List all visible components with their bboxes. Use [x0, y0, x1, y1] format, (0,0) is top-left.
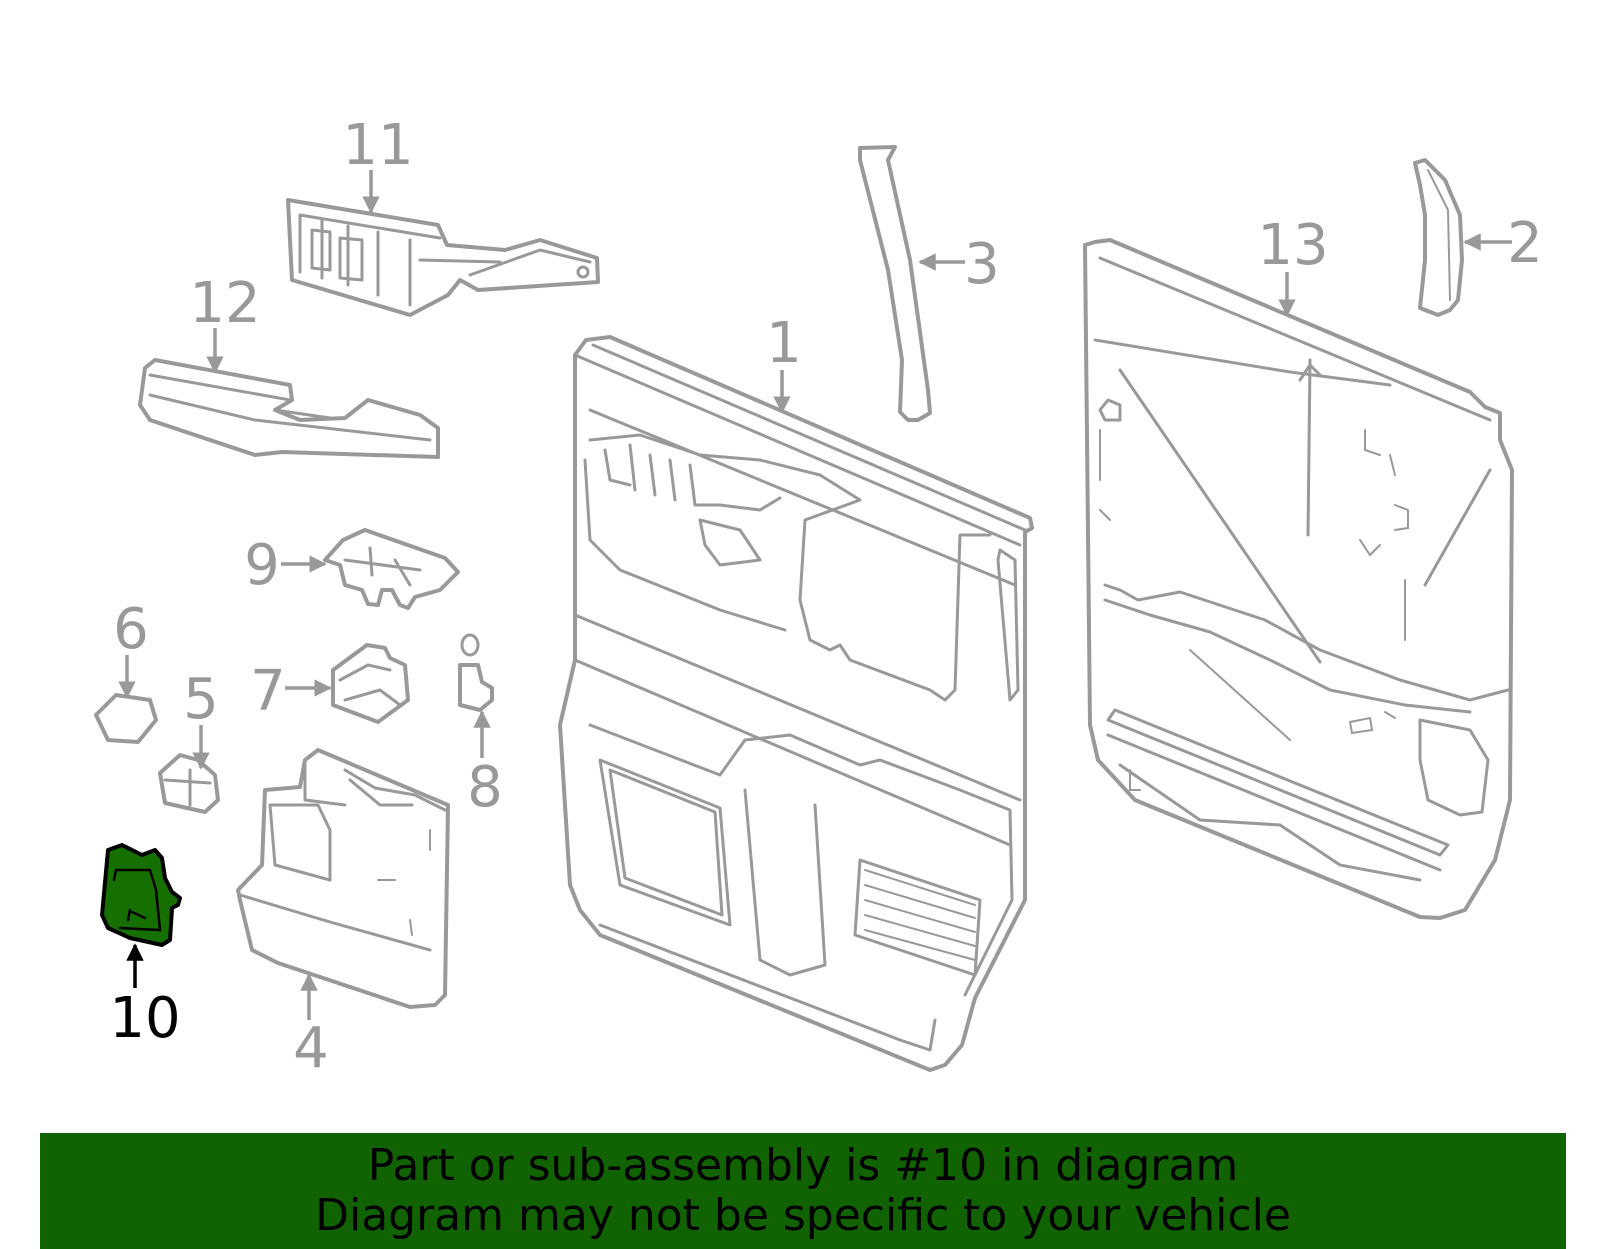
part-13-deflector: [1083, 238, 1514, 920]
callout-1: 1: [766, 311, 802, 376]
leader-arrows: [118, 170, 1512, 1020]
part-5-cover: [158, 753, 220, 814]
callout-5: 5: [183, 667, 219, 732]
callout-12: 12: [189, 271, 260, 336]
callout-7: 7: [250, 659, 286, 724]
part-7-bracket: [331, 643, 410, 724]
part-2-strip: [1413, 158, 1464, 317]
part-6-cap: [94, 693, 158, 744]
banner-line-1: Part or sub-assembly is #10 in diagram: [367, 1140, 1239, 1191]
callout-11: 11: [342, 113, 413, 178]
part-8-clip: [458, 633, 494, 712]
part-9-clip: [323, 528, 460, 610]
callout-13: 13: [1257, 213, 1328, 278]
callout-10: 10: [109, 986, 180, 1051]
part-10-highlighted: [100, 843, 182, 947]
callout-9: 9: [244, 533, 280, 598]
callout-3: 3: [964, 232, 1000, 297]
part-11-bracket: [286, 198, 600, 317]
callout-4: 4: [293, 1016, 329, 1081]
callout-2: 2: [1507, 211, 1543, 276]
part-12-armrest: [138, 358, 440, 459]
part-1-trim-panel: [558, 335, 1034, 1072]
callout-8: 8: [467, 755, 503, 820]
part-4-pocket: [236, 748, 450, 1009]
callout-labels: 11 12 9 7 8 6 5 10 4 1 3 2 13: [109, 113, 1542, 1081]
part-3-molding: [858, 145, 932, 422]
info-banner: Part or sub-assembly is #10 in diagram D…: [40, 1133, 1566, 1249]
banner-line-2: Diagram may not be specific to your vehi…: [315, 1190, 1291, 1241]
callout-6: 6: [113, 597, 149, 662]
